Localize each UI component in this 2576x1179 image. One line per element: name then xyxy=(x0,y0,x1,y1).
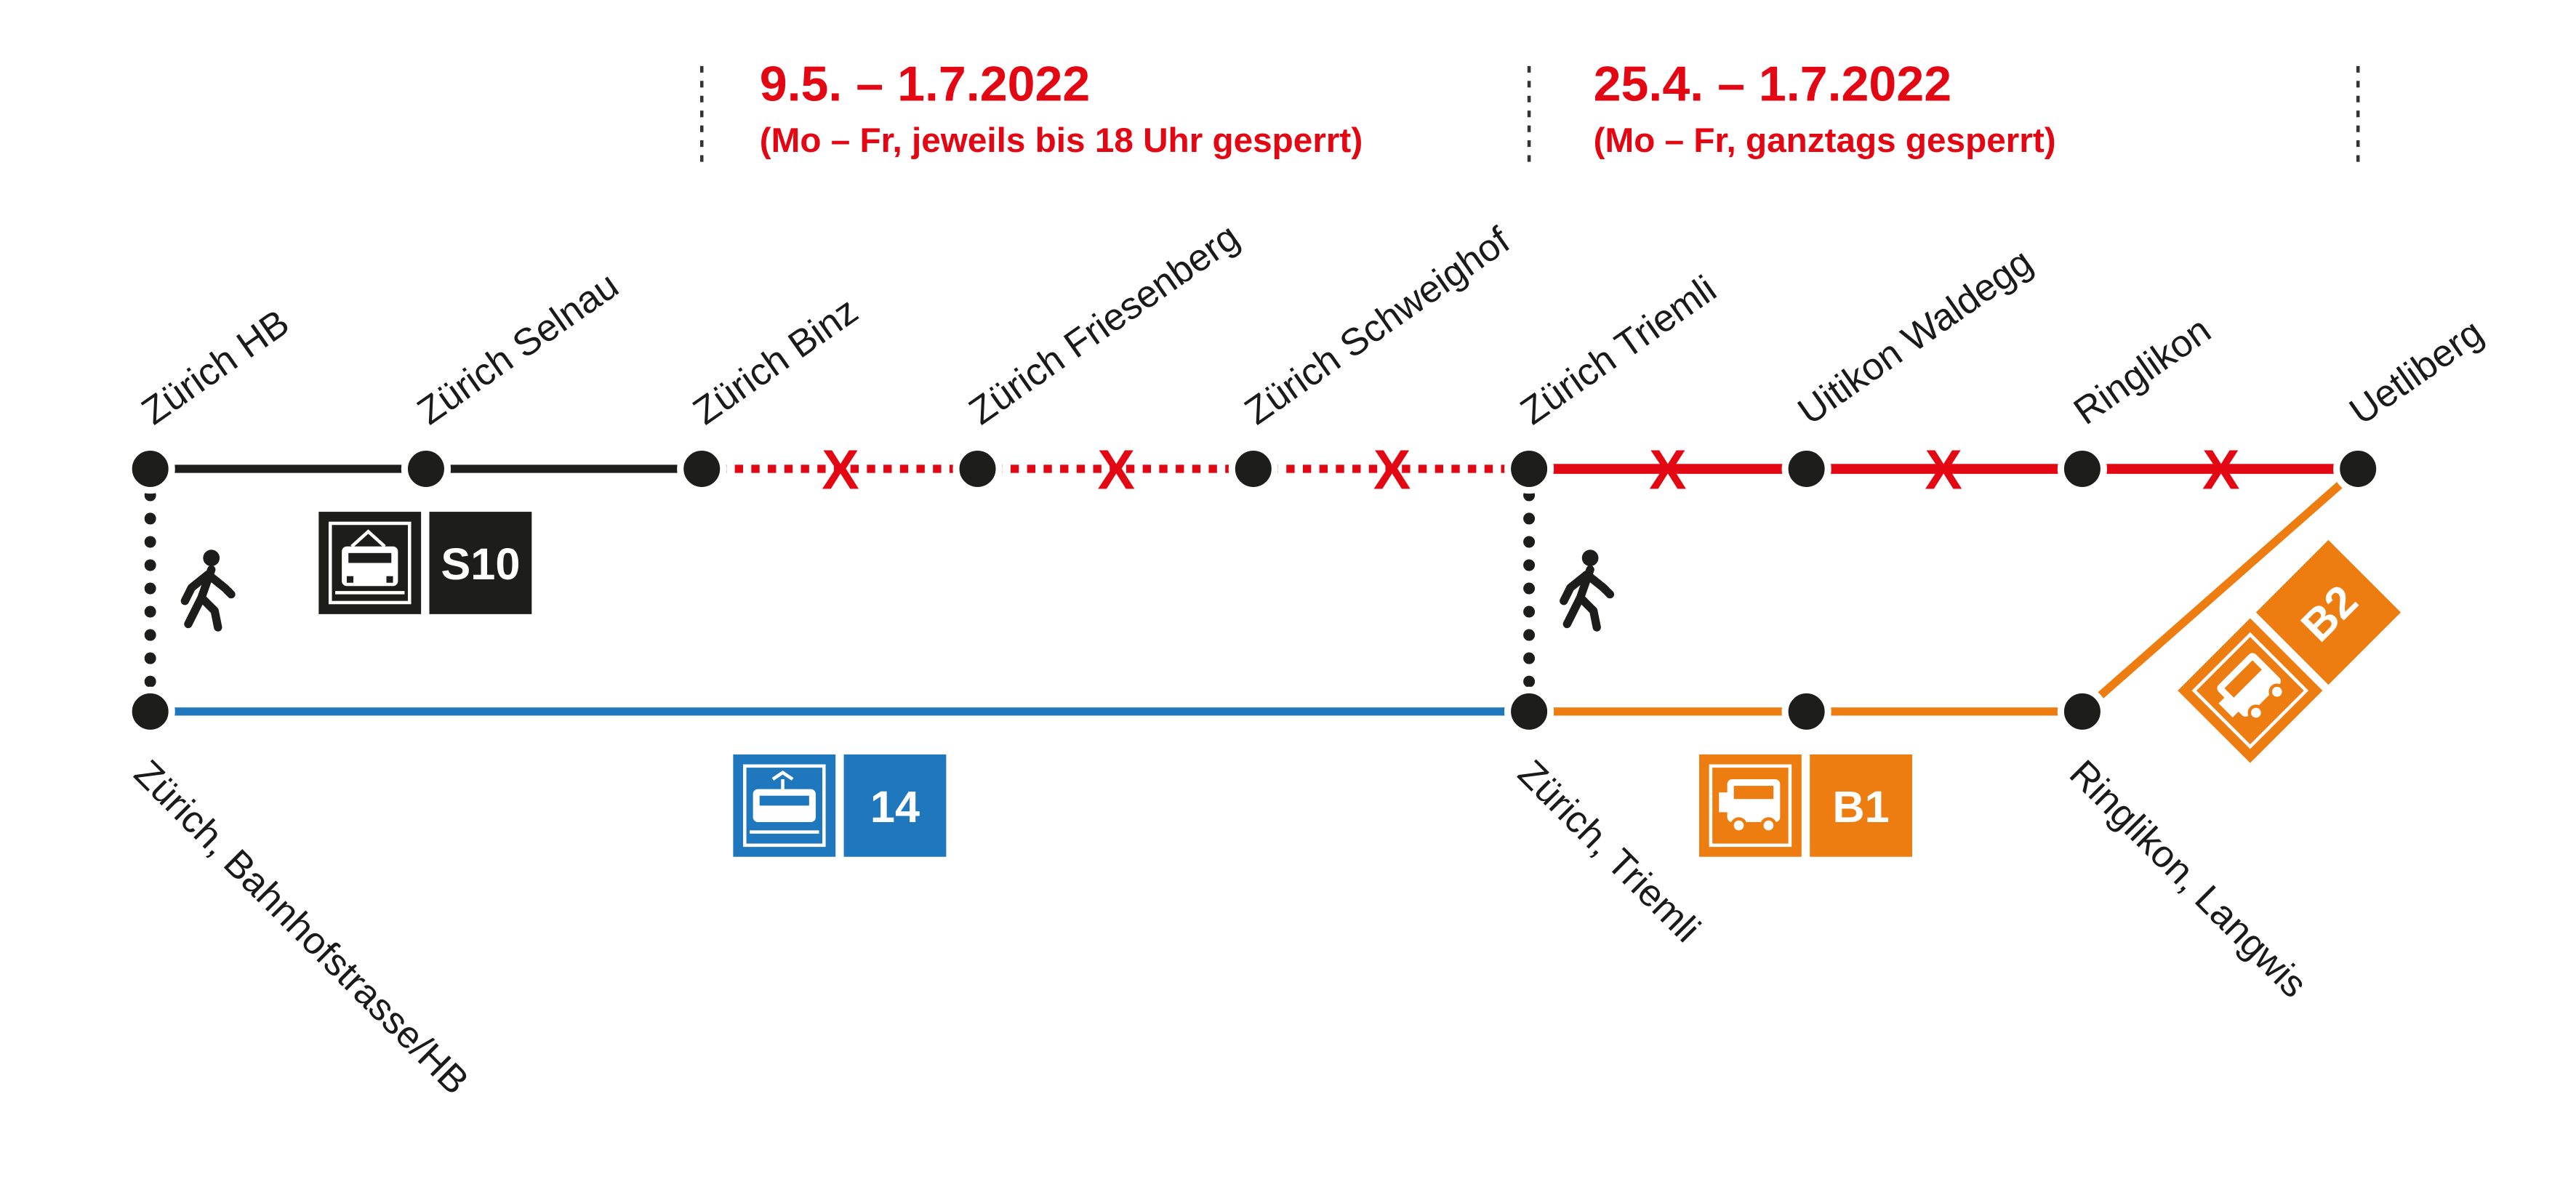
closure-1-note: (Mo – Fr, jeweils bis 18 Uhr gesperrt) xyxy=(760,121,1363,160)
station-label-zurich-hb: Zürich HB xyxy=(135,302,297,433)
station-label-zurich-schweighof: Zürich Schweighof xyxy=(1237,220,1518,433)
station-dot-ringlikon-langwis xyxy=(2057,686,2107,736)
s10-label-box xyxy=(429,512,532,614)
bus-b1-label: B1 xyxy=(1832,781,1889,832)
station-dot-zurich-hb xyxy=(125,443,175,494)
bus-icon xyxy=(1709,764,1792,848)
station-dot-zurich-binz xyxy=(677,443,727,494)
tram-14-badge: 14 xyxy=(733,754,947,857)
station-dot-uitikon-waldegg xyxy=(1781,443,1831,494)
bus-icon xyxy=(2191,632,2309,749)
station-label-zurich-friesenberg: Zürich Friesenberg xyxy=(962,216,1247,433)
station-dot-zurich-friesenberg xyxy=(952,443,1003,494)
train-icon xyxy=(328,521,412,605)
station-dot-bahnhofstrasse xyxy=(125,686,175,736)
station-label-uetliberg: Uetliberg xyxy=(2342,311,2490,432)
closure-2-dates: 25.4. – 1.7.2022 xyxy=(1594,57,1951,112)
tram-icon xyxy=(743,764,826,848)
s10-label: S10 xyxy=(441,539,520,589)
station-dot-uetliberg xyxy=(2333,443,2383,494)
closure-1-dates: 9.5. – 1.7.2022 xyxy=(760,57,1091,112)
closed-marker: X xyxy=(1925,438,1962,501)
station-dot-uitikon-bus xyxy=(1781,686,1831,736)
pedestrian-icon xyxy=(1560,550,1615,632)
bus-b1-label-box xyxy=(1810,754,1912,857)
tram-14-label-box xyxy=(843,754,947,857)
station-dot-triemli-stop xyxy=(1504,686,1554,736)
station-label-ringlikon: Ringlikon xyxy=(2066,309,2218,433)
station-dots xyxy=(125,443,2383,736)
closed-marker: X xyxy=(822,438,859,501)
station-dot-zurich-schweighof xyxy=(1228,443,1278,494)
station-label-zurich-selnau: Zürich Selnau xyxy=(410,264,626,432)
pedestrian-icon xyxy=(180,550,236,632)
bus-b2-badge: B2 xyxy=(2178,539,2401,763)
tram-14-label: 14 xyxy=(870,781,920,832)
station-label-ringlikon-langwis: Ringlikon, Langwis xyxy=(2061,752,2315,1006)
closed-marker: X xyxy=(1098,438,1136,501)
station-dot-ringlikon xyxy=(2057,443,2107,494)
closure-2-note: (Mo – Fr, ganztags gesperrt) xyxy=(1594,121,2056,160)
station-dot-zurich-triemli xyxy=(1504,443,1554,494)
station-dot-zurich-selnau xyxy=(401,443,452,494)
bus-b1-badge: B1 xyxy=(1699,754,1912,857)
closed-marker: X xyxy=(1373,438,1411,501)
station-label-zurich-triemli: Zürich Triemli xyxy=(1513,268,1724,433)
station-label-zurich-binz: Zürich Binz xyxy=(686,289,865,432)
s10-badge: S10 xyxy=(318,512,532,614)
station-label-uitikon-waldegg: Uitikon Waldegg xyxy=(1791,241,2040,432)
station-label-triemli-stop: Zürich, Triemli xyxy=(1509,752,1708,951)
bus-b2-line xyxy=(2079,465,2361,715)
station-label-bahnhofstrasse: Zürich, Bahnhofstrasse/HB xyxy=(126,752,476,1103)
closed-marker: X xyxy=(2202,438,2240,501)
closed-marker: X xyxy=(1649,438,1687,501)
